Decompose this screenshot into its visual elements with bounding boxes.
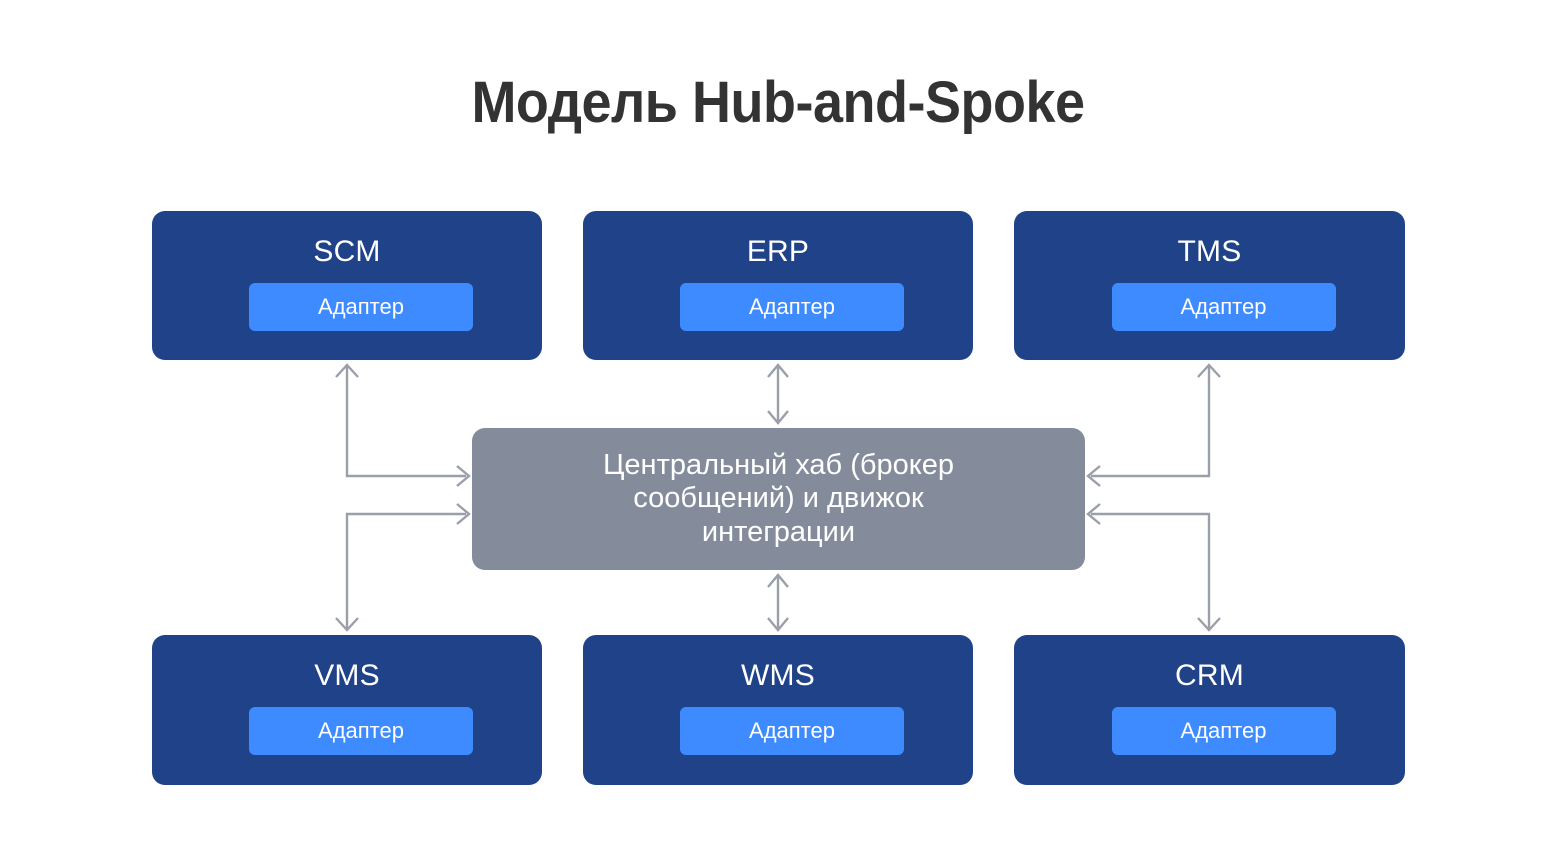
node-crm[interactable]: CRM Адаптер	[1014, 635, 1405, 785]
node-crm-title: CRM	[1175, 659, 1244, 692]
central-hub-line-1: Центральный хаб (брокер	[602, 448, 955, 481]
central-hub[interactable]: Центральный хаб (брокер сообщений) и дви…	[472, 428, 1085, 570]
connector-erp-hub	[767, 363, 789, 425]
node-scm-adapter[interactable]: Адаптер	[249, 283, 473, 331]
connector-hub-vms	[335, 503, 471, 632]
node-scm[interactable]: SCM Адаптер	[152, 211, 542, 360]
central-hub-line-2: сообщений) и движок	[633, 482, 924, 515]
node-vms-title: VMS	[314, 659, 380, 692]
connector-hub-wms	[767, 573, 789, 632]
node-wms[interactable]: WMS Адаптер	[583, 635, 973, 785]
node-erp[interactable]: ERP Адаптер	[583, 211, 973, 360]
connector-hub-crm	[1086, 503, 1221, 632]
node-tms-adapter[interactable]: Адаптер	[1111, 283, 1336, 331]
node-crm-adapter[interactable]: Адаптер	[1111, 707, 1336, 755]
node-wms-title: WMS	[741, 659, 815, 692]
node-erp-adapter[interactable]: Адаптер	[680, 283, 904, 331]
connector-scm-hub	[335, 363, 471, 487]
node-wms-adapter[interactable]: Адаптер	[680, 707, 904, 755]
node-vms-adapter[interactable]: Адаптер	[249, 707, 473, 755]
connector-tms-hub	[1086, 363, 1221, 487]
page-title: Модель Hub-and-Spoke	[471, 70, 1085, 135]
node-tms[interactable]: TMS Адаптер	[1014, 211, 1405, 360]
node-erp-title: ERP	[746, 235, 810, 268]
central-hub-label: Центральный хаб (брокер сообщений) и дви…	[603, 449, 954, 550]
node-tms-title: TMS	[1177, 235, 1242, 268]
node-vms[interactable]: VMS Адаптер	[152, 635, 542, 785]
node-scm-title: SCM	[313, 235, 381, 268]
central-hub-line-3: интеграции	[701, 515, 856, 548]
